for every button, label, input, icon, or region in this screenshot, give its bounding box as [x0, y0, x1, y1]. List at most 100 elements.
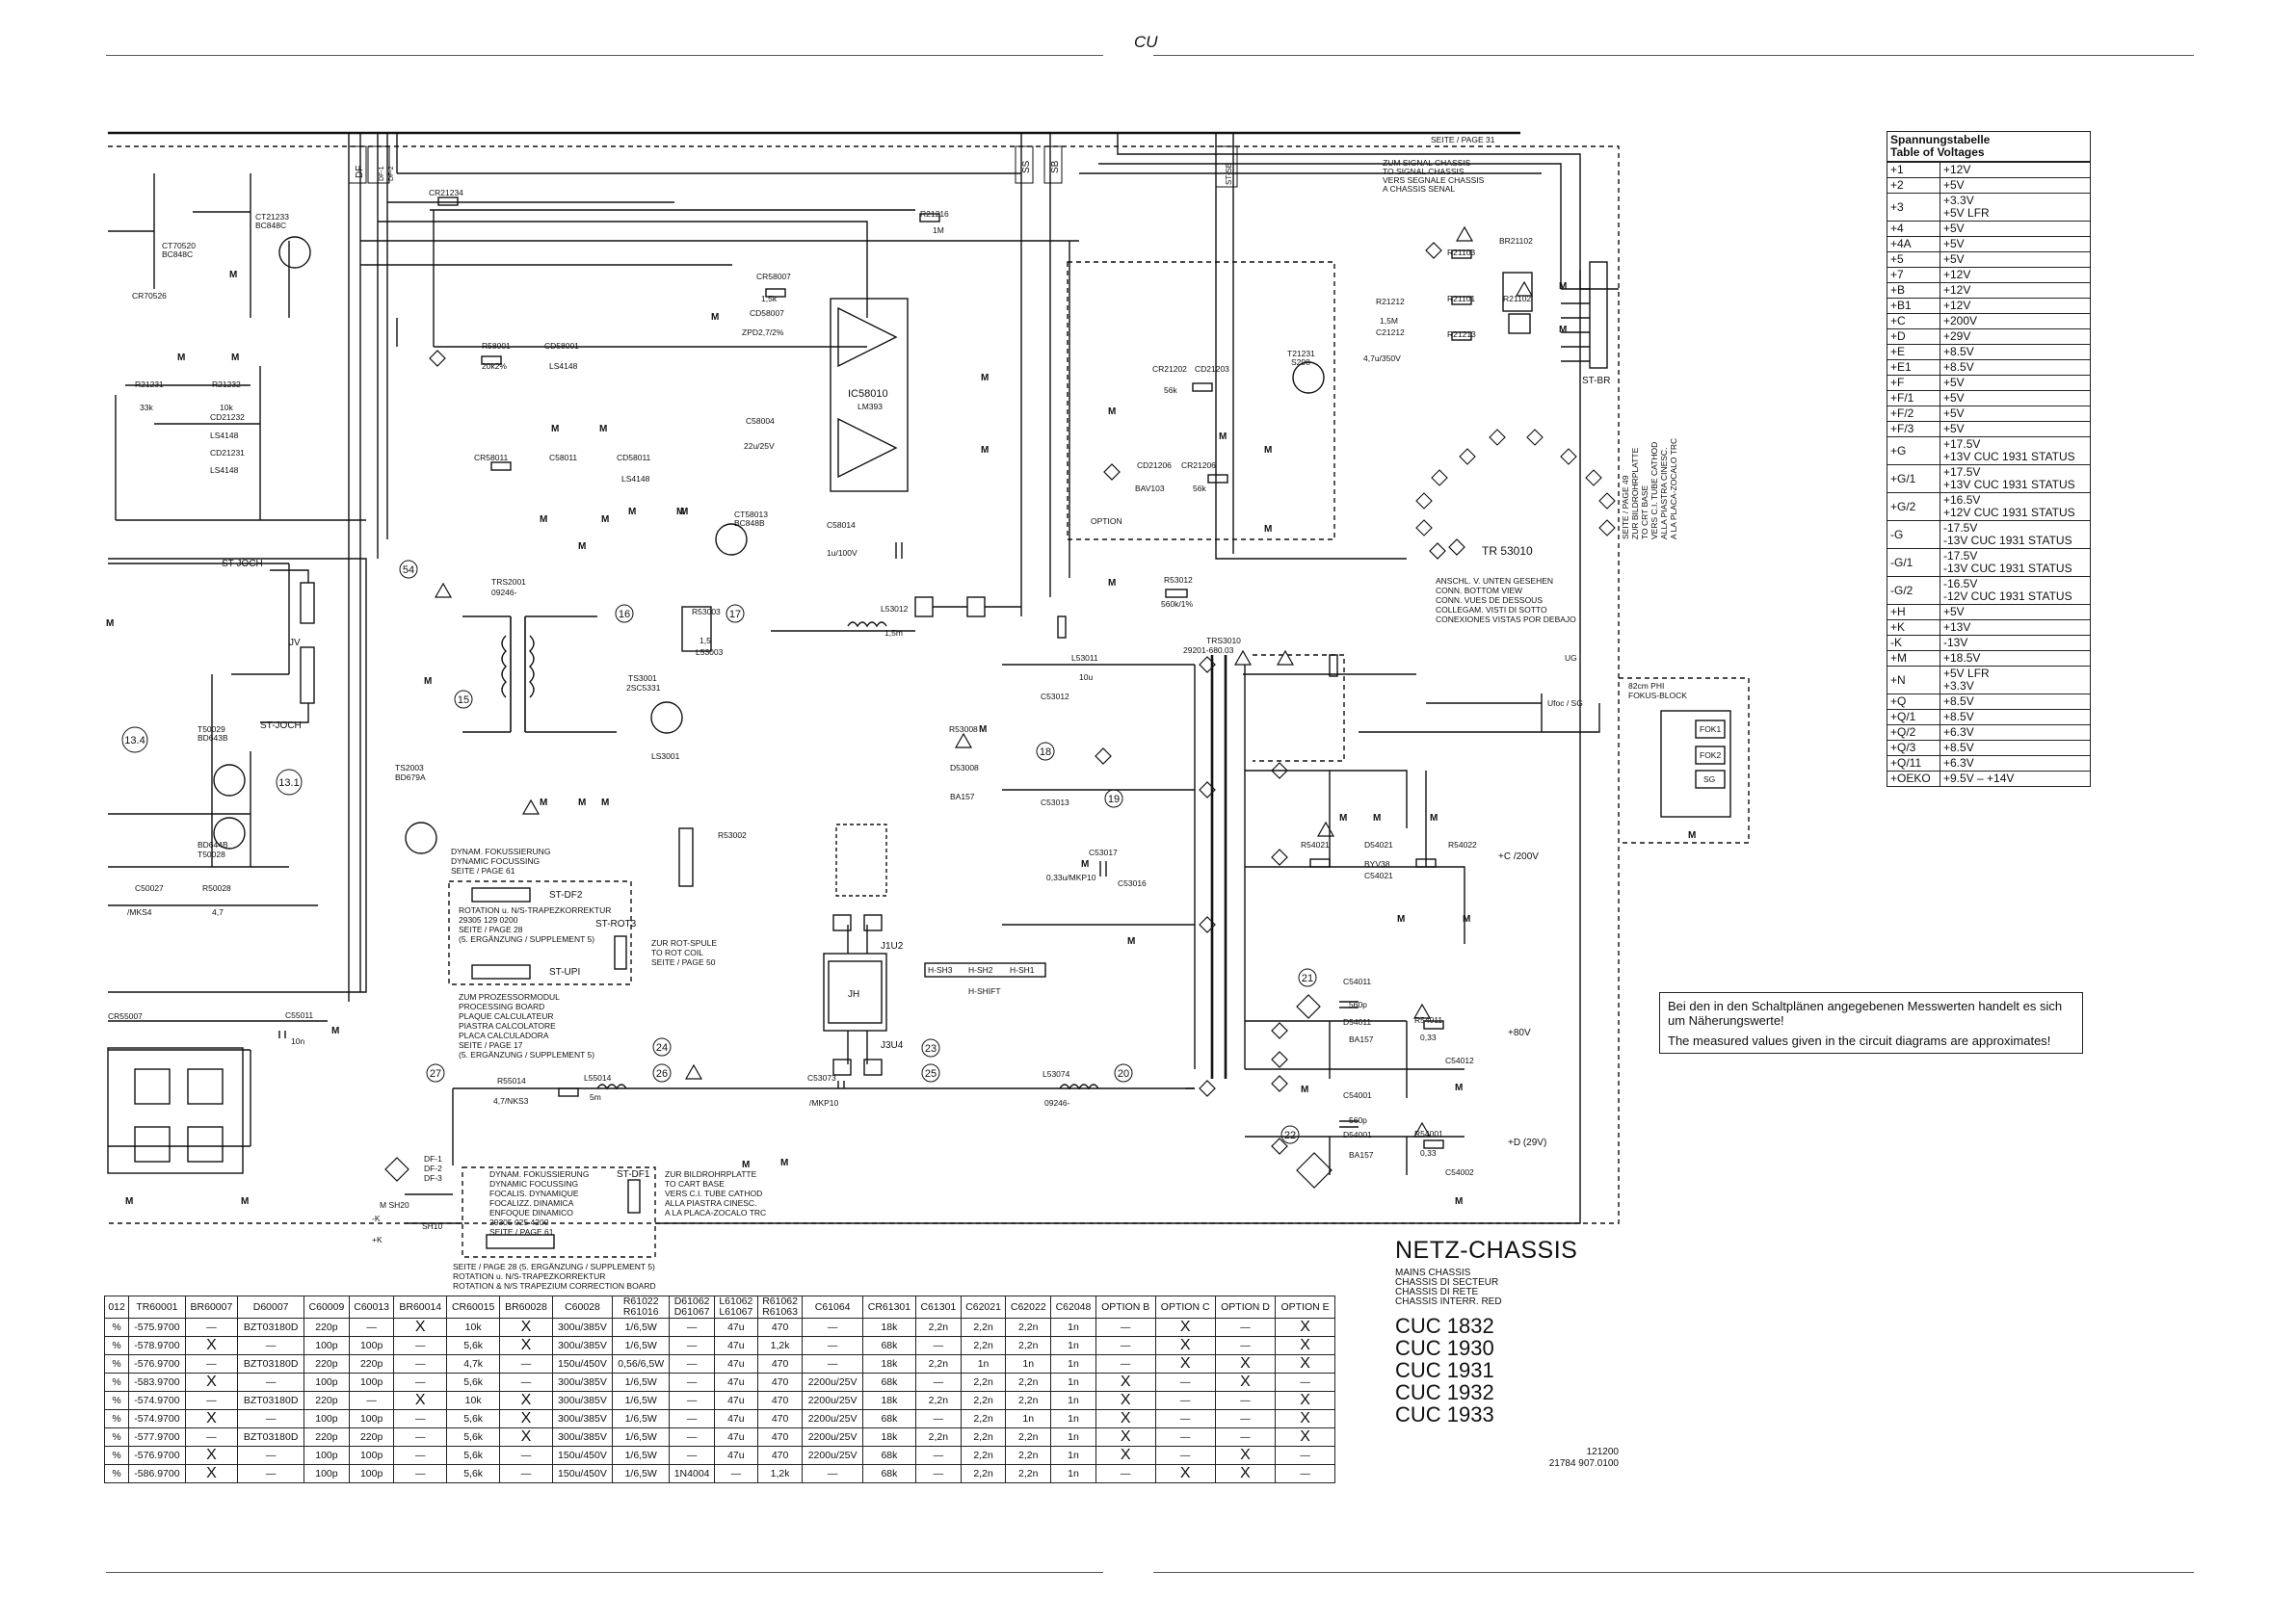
voltage-value: +29V: [1940, 328, 2091, 345]
lbl-l53012: L53012: [881, 604, 909, 614]
voltage-key: +G/1: [1887, 464, 1940, 493]
lbl-c53073v: /MKP10: [809, 1098, 839, 1108]
circle-17: 17: [729, 609, 741, 620]
voltage-value: +200V: [1940, 313, 2091, 329]
voltage-value: +5V: [1940, 390, 2091, 406]
option-table-header: CR61301: [861, 1296, 917, 1319]
option-table-cell: —: [1275, 1446, 1335, 1465]
lbl-r58001: R58001: [482, 341, 511, 351]
option-table-cell: 5,6k: [446, 1446, 501, 1465]
option-table-cell: -577.9700: [128, 1427, 186, 1447]
option-table-cell: 10k: [446, 1391, 501, 1410]
voltage-key: +3: [1887, 193, 1940, 222]
lbl-1m: 1M: [933, 225, 944, 235]
option-table-cell: 1n: [1050, 1446, 1096, 1465]
option-table-cell: —: [1154, 1409, 1216, 1428]
voltage-key: +H: [1887, 604, 1940, 620]
circle-26: 26: [656, 1068, 668, 1080]
lbl-option-c: OPTION: [1091, 516, 1122, 526]
option-table-cell: —: [393, 1427, 448, 1447]
lbl-ts2003n: BD679A: [395, 772, 426, 782]
lbl-cr58011: CR58011: [474, 453, 509, 462]
svg-text:M: M: [1264, 445, 1272, 456]
voltage-row: +F/1+5V: [1887, 390, 2091, 406]
connector-j1u2: J1U2: [881, 941, 904, 952]
svg-text:M: M: [1301, 1085, 1308, 1095]
option-table-header: BR60007: [184, 1296, 239, 1319]
option-table-cell: —: [669, 1354, 715, 1374]
lbl-d54001n: BA157: [1349, 1150, 1374, 1160]
svg-text:M: M: [551, 424, 559, 434]
voltage-value: +5V: [1940, 177, 2091, 194]
lbl-plus-d: +D (29V): [1508, 1138, 1546, 1148]
svg-text:M: M: [1081, 859, 1089, 870]
connector-sb: SB: [1050, 160, 1061, 173]
circle-15: 15: [458, 694, 469, 706]
lbl-h-sh2: H-SH2: [968, 965, 993, 975]
option-table-header: BR60028: [499, 1296, 553, 1319]
option-table-cell: 2,2n: [1005, 1336, 1052, 1355]
lbl-t50029: T50029: [198, 724, 225, 734]
option-table-cell: —: [393, 1464, 448, 1483]
option-table-cell: 5,6k: [446, 1373, 501, 1392]
svg-text:M: M: [1339, 813, 1347, 824]
voltage-row: -G/1-17.5V -13V CUC 1931 STATUS: [1887, 548, 2091, 577]
voltage-key: +C: [1887, 313, 1940, 329]
option-table-header: R61022 R61016: [612, 1296, 671, 1319]
option-table-cell: BZT03180D: [237, 1318, 305, 1337]
option-table-cell: 2,2n: [960, 1427, 1007, 1447]
page-ref-top: SEITE / PAGE 31: [1431, 135, 1495, 144]
voltage-row: +N+5V LFR +3.3V: [1887, 666, 2091, 694]
lbl-cr21206v: 56k: [1193, 484, 1206, 493]
lbl-r20k2: 20k2%: [482, 361, 507, 371]
svg-text:M: M: [241, 1196, 249, 1207]
lbl-cd21232: CD21232: [210, 412, 245, 422]
voltage-key: +5: [1887, 251, 1940, 268]
lbl-ct21233: CT21233: [255, 212, 289, 222]
svg-text:M: M: [1127, 936, 1135, 947]
circle-23: 23: [925, 1043, 937, 1055]
lbl-cd58007: CD58007: [750, 308, 784, 318]
lbl-ct58013: CT58013: [734, 510, 768, 519]
option-table-cell: %: [103, 1391, 130, 1410]
lbl-cr21206: CR21206: [1181, 460, 1216, 470]
lbl-c50027v: /MKS4: [127, 907, 152, 917]
lbl-r53002: R53002: [718, 830, 747, 840]
option-table-cell: 2200u/25V: [802, 1427, 863, 1447]
option-table-cell: 2,2n: [1005, 1373, 1052, 1392]
lbl-cr21234: CR21234: [429, 188, 463, 197]
option-table-cell: X: [1154, 1318, 1216, 1337]
block-seite49: SEITE / PAGE 49ZUR BILDROHRPLATTETO CRT …: [1621, 438, 1678, 539]
voltage-value: +5V: [1940, 221, 2091, 237]
option-table-cell: X: [1275, 1409, 1335, 1428]
lbl-ls4148-d: LS4148: [210, 465, 239, 475]
option-table-cell: 1/6,5W: [612, 1446, 671, 1465]
voltage-value: -16.5V -12V CUC 1931 STATUS: [1940, 576, 2091, 605]
voltage-value: +8.5V: [1940, 694, 2091, 710]
lbl-cr21202: CR21202: [1152, 364, 1187, 374]
option-table-cell: —: [915, 1464, 962, 1483]
voltage-key: +Q/1: [1887, 709, 1940, 725]
option-table-cell: —: [669, 1336, 715, 1355]
option-table-cell: 68k: [861, 1446, 917, 1465]
lbl-r55014v: 4,7/NKS3: [493, 1096, 529, 1106]
lbl-10k: 10k: [220, 403, 233, 412]
lbl-c54011v: 560p: [1349, 1000, 1367, 1009]
title-block-sub-2: CHASSIS DI RETE: [1395, 1287, 1479, 1297]
voltage-value: +9.5V – +14V: [1940, 771, 2091, 787]
option-table-cell: X: [1275, 1354, 1335, 1374]
voltage-value: +5V: [1940, 604, 2091, 620]
option-table-cell: 1/6,5W: [612, 1391, 671, 1410]
option-table-cell: —: [915, 1336, 962, 1355]
voltage-table-title-en: Table of Voltages: [1890, 145, 1985, 159]
option-table-cell: %: [103, 1409, 130, 1428]
lbl-l53012v: 1,5m: [884, 628, 903, 638]
voltage-key: +Q: [1887, 694, 1940, 710]
option-table-cell: —: [184, 1318, 239, 1337]
svg-text:M: M: [599, 424, 607, 434]
